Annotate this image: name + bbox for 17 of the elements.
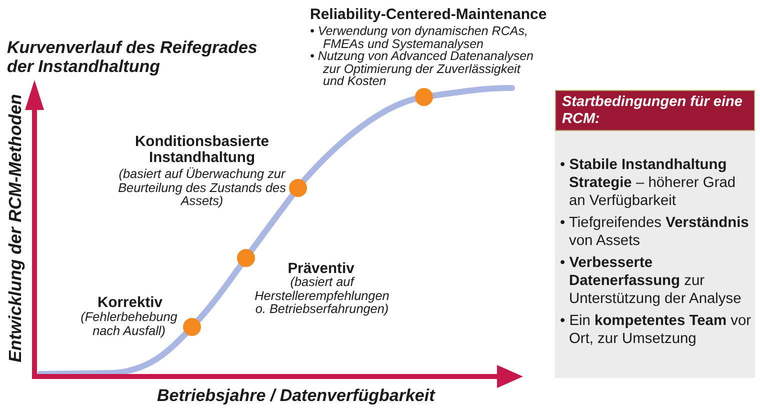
bullet-text: • Ein kompetentes Team vor Ort, zur Umsetzung bbox=[560, 312, 752, 348]
chart-title: Kurvenverlauf des Reifegrades der Instandhaltung bbox=[7, 38, 258, 76]
info-panel bbox=[555, 90, 755, 378]
bullet-text: • Tiefgreifendes Verständnis von Assets bbox=[560, 214, 750, 250]
phase-description: (Fehlerbehebung nach Ausfall) bbox=[80, 311, 178, 338]
x-axis-label: Betriebsjahre / Datenverfügbarkeit bbox=[157, 386, 435, 405]
phase-description: (basiert auf Überwachung zur Beurteilung des Zustands des Assets) bbox=[118, 168, 286, 208]
phase-heading: Konditionsbasierte Instandhaltung bbox=[134, 134, 270, 166]
phase-heading: Korrektiv bbox=[97, 295, 163, 311]
bullet-text: • Verwendung von dynamischen RCAs, FMEAs und Systemanalysen bbox=[310, 25, 529, 50]
panel-heading: Startbedingungen für eine RCM: bbox=[555, 90, 755, 131]
y-axis-label: Entwicklung der RCM-Methoden bbox=[6, 94, 24, 362]
bullet-text: • Nutzung von Advanced Datenanalysen zur Optimierung der Zuverlässigkeit und Kosten bbox=[310, 50, 535, 88]
bullet-text: • Stabile Instandhaltung Strategie – höherer Grad an Verfügbarkeit bbox=[560, 156, 737, 210]
phase-heading: Reliability-Centered-Maintenance bbox=[310, 6, 547, 23]
phase-heading: Präventiv bbox=[287, 261, 354, 277]
phase-description: (basiert auf Herstellerempfehlungen o. Betriebserfahrungen) bbox=[254, 276, 390, 316]
